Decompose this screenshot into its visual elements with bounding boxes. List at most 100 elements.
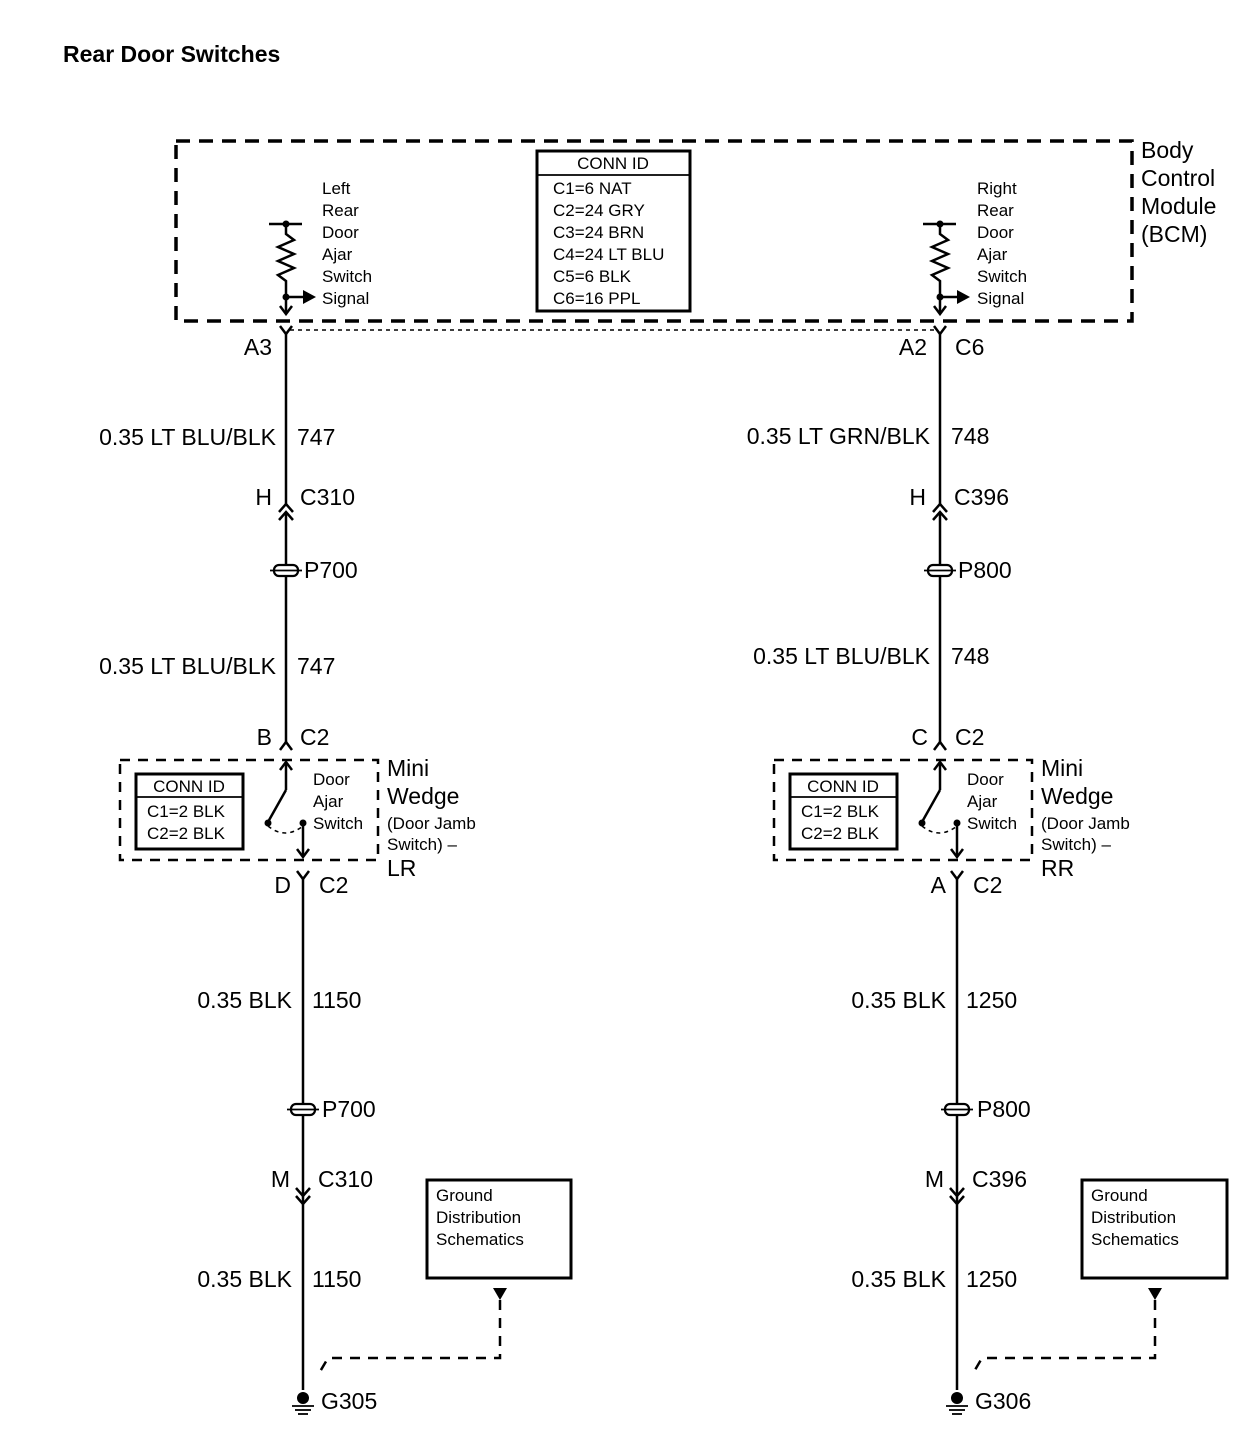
left-wire4-color: 0.35 BLK	[197, 1266, 292, 1292]
connector-pin-icon	[950, 870, 964, 882]
right-signal-label: Door	[977, 223, 1014, 242]
bcm-conn-id-table: CONN ID C1=6 NAT C2=24 GRY C3=24 BRN C4=…	[535, 149, 692, 313]
right-switch-conn-id-header: CONN ID	[807, 777, 879, 796]
right-signal-label: Right	[977, 179, 1017, 198]
left-switch-bottom-pin: D	[274, 872, 291, 898]
door-ajar-switch-icon	[264, 759, 310, 860]
page-title: Rear Door Switches	[63, 41, 280, 67]
left-switch-name-sub: Switch) –	[387, 835, 457, 854]
left-signal-label: Signal	[322, 289, 369, 308]
right-ground-ref-box	[1080, 1178, 1229, 1280]
right-conn2-id: C396	[972, 1166, 1027, 1192]
right-signal-label: Ajar	[977, 245, 1008, 264]
right-signal-label: Signal	[977, 289, 1024, 308]
left-conn1-id: C310	[300, 484, 355, 510]
left-wire3-circuit: 1150	[312, 987, 361, 1013]
ground-reference-line	[316, 1300, 502, 1376]
left-switch-conn-id-row: C2=2 BLK	[147, 824, 226, 843]
connector-icon	[295, 1187, 311, 1198]
left-ground-ref-label: Ground	[436, 1186, 493, 1205]
right-switch-inner-label: Switch	[967, 814, 1017, 833]
ground-icon	[946, 1392, 968, 1415]
bcm-conn-id-row: C6=16 PPL	[553, 289, 640, 308]
right-wire4-color: 0.35 BLK	[851, 1266, 946, 1292]
splice-icon	[941, 1102, 973, 1117]
left-wire3-color: 0.35 BLK	[197, 987, 292, 1013]
left-switch-inner-label: Switch	[313, 814, 363, 833]
connector-pin-icon	[933, 739, 947, 751]
left-signal-label: Left	[322, 179, 351, 198]
right-conn1-id: C396	[954, 484, 1009, 510]
left-signal-circuit	[269, 220, 316, 317]
left-switch-name: Mini	[387, 755, 429, 781]
left-switch-conn-id-table	[134, 772, 245, 851]
right-switch-conn-id-row: C1=2 BLK	[801, 802, 880, 821]
left-switch-inner-label: Ajar	[313, 792, 344, 811]
left-switch-box	[118, 758, 380, 862]
bcm-conn-id-row: C3=24 BRN	[553, 223, 644, 242]
left-switch-suffix: LR	[387, 855, 416, 881]
left-conn2-id: C310	[318, 1166, 373, 1192]
left-wire1-color: 0.35 LT BLU/BLK	[99, 424, 277, 450]
right-wire2-color: 0.35 LT BLU/BLK	[753, 643, 931, 669]
left-conn2-pin: M	[271, 1166, 290, 1192]
right-wire4-circuit: 1250	[966, 1266, 1017, 1292]
door-ajar-switch-icon	[918, 759, 964, 860]
right-ground-label: G306	[975, 1388, 1031, 1414]
right-switch-conn-id-table	[788, 772, 899, 851]
bcm-label-line-2: Control	[1141, 165, 1215, 191]
right-switch-top-id: C2	[955, 724, 984, 750]
left-switch-top-id: C2	[300, 724, 329, 750]
right-wire1-circuit: 748	[951, 423, 989, 449]
bcm-conn-id-header: CONN ID	[577, 154, 649, 173]
right-circuit: A2 C6 0.35 LT GRN/BLK 748 H C396 P800 0.…	[747, 325, 1229, 1415]
reference-arrow-icon	[1148, 1288, 1162, 1300]
left-signal-label: Switch	[322, 267, 372, 286]
left-switch-inner-label: Door	[313, 770, 350, 789]
left-switch-name: Wedge	[387, 783, 459, 809]
splice-icon	[270, 563, 302, 578]
right-switch-box	[772, 758, 1034, 862]
right-bcm-pin: A2	[899, 334, 927, 360]
right-switch-name-sub: (Door Jamb	[1041, 814, 1130, 833]
left-wire2-color: 0.35 LT BLU/BLK	[99, 653, 277, 679]
right-signal-circuit	[923, 220, 970, 317]
left-splice1: P700	[304, 557, 358, 583]
right-switch-bottom-id: C2	[973, 872, 1002, 898]
left-wire4-circuit: 1150	[312, 1266, 361, 1292]
bcm-conn-id-row: C1=6 NAT	[553, 179, 632, 198]
bcm-conn-id-row: C5=6 BLK	[553, 267, 632, 286]
bcm-boundary	[174, 139, 1134, 323]
bcm-label-line-4: (BCM)	[1141, 221, 1207, 247]
left-conn1-pin: H	[255, 484, 272, 510]
right-switch-name-sub: Switch) –	[1041, 835, 1111, 854]
left-wire2-circuit: 747	[297, 653, 335, 679]
right-switch-name: Wedge	[1041, 783, 1113, 809]
ground-reference-line	[970, 1300, 1157, 1376]
connector-icon	[932, 502, 948, 513]
bcm-conn-id-row: C2=24 GRY	[553, 201, 645, 220]
right-wire3-circuit: 1250	[966, 987, 1017, 1013]
left-switch-top-pin: B	[257, 724, 272, 750]
reference-arrow-icon	[493, 1288, 507, 1300]
right-bcm-conn: C6	[955, 334, 984, 360]
left-bcm-pin: A3	[244, 334, 272, 360]
ground-icon	[292, 1392, 314, 1415]
right-signal-label: Rear	[977, 201, 1014, 220]
right-wire3-color: 0.35 BLK	[851, 987, 946, 1013]
left-wire1-circuit: 747	[297, 424, 335, 450]
right-wire2-circuit: 748	[951, 643, 989, 669]
right-switch-name: Mini	[1041, 755, 1083, 781]
bcm-label-line-1: Body	[1141, 137, 1194, 163]
connector-pin-icon	[933, 325, 947, 337]
connector-pin-icon	[296, 870, 310, 882]
splice-icon	[287, 1102, 319, 1117]
connector-icon	[278, 502, 294, 513]
signal-arrow-icon	[303, 290, 316, 304]
right-signal-label: Switch	[977, 267, 1027, 286]
right-ground-ref-label: Schematics	[1091, 1230, 1179, 1249]
left-ground-label: G305	[321, 1388, 377, 1414]
left-switch-conn-id-row: C1=2 BLK	[147, 802, 226, 821]
left-splice2: P700	[322, 1096, 376, 1122]
right-conn2-pin: M	[925, 1166, 944, 1192]
